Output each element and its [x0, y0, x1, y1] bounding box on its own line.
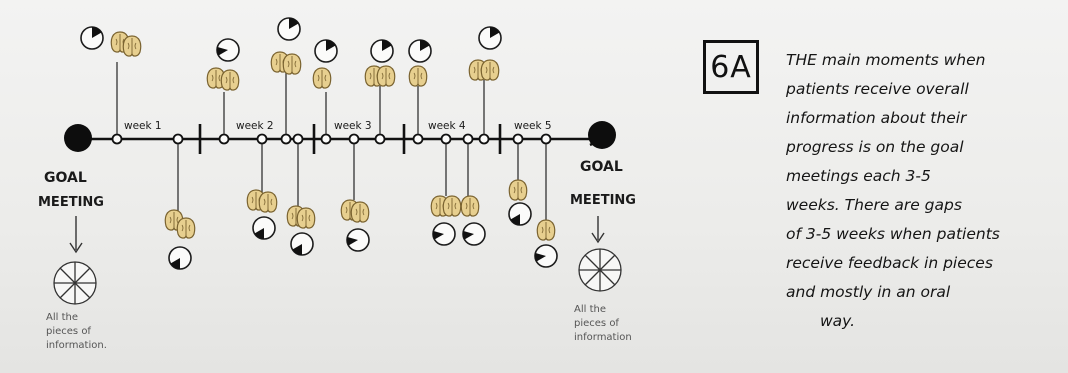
- end-caption-line3: information: [574, 332, 632, 343]
- description-line: receive feedback in pieces: [786, 254, 993, 272]
- leaf-icon: [480, 59, 500, 81]
- end-goal-meeting-node: [588, 121, 616, 149]
- leaf-icon: [536, 219, 556, 241]
- week-label-2: week 2: [236, 120, 274, 132]
- leaf-icon: [508, 179, 528, 201]
- pie-chart-icon: [346, 228, 370, 252]
- timeline-points: [111, 133, 552, 145]
- description-line: information about their: [786, 109, 967, 127]
- end-caption-line2: pieces of: [574, 318, 619, 329]
- leaf-icon: [220, 69, 240, 91]
- week-label-5: week 5: [514, 120, 552, 132]
- upward-stems: [116, 62, 485, 134]
- description-line: patients receive overall: [786, 80, 969, 98]
- down-arrows: [69, 216, 605, 254]
- pie-chart-icon: [508, 202, 532, 226]
- week-label-3: week 3: [334, 120, 372, 132]
- start-goal-meeting-node: [64, 124, 92, 152]
- leaf-icon: [408, 65, 428, 87]
- pie-chart-icon: [216, 38, 240, 62]
- pie-chart-icon: [252, 216, 276, 240]
- pie-chart-icon: [534, 244, 558, 268]
- description-line: progress is on the goal: [786, 138, 964, 156]
- full-information-pie-end: [578, 248, 622, 292]
- diagram-id-label: 6A: [703, 40, 759, 94]
- pie-chart-icon: [168, 246, 192, 270]
- start-caption-line1: All the: [46, 312, 78, 323]
- full-information-pie-start: [53, 261, 97, 305]
- description-line: way.: [820, 312, 856, 330]
- description-line: THE main moments when: [786, 51, 986, 69]
- pie-chart-icon: [290, 232, 314, 256]
- leaf-icon: [312, 67, 332, 89]
- pie-chart-icon: [370, 39, 394, 63]
- leaf-icon: [460, 195, 480, 217]
- week-label-4: week 4: [428, 120, 466, 132]
- week-label-1: week 1: [124, 120, 162, 132]
- pie-chart-icon: [314, 39, 338, 63]
- description-line: meetings each 3-5: [786, 167, 931, 185]
- downward-stems: [177, 144, 547, 222]
- leaf-icon: [296, 207, 316, 229]
- pie-chart-icon: [478, 26, 502, 50]
- description-text: THE main moments when patients receive o…: [786, 46, 1056, 336]
- leaf-icon: [376, 65, 396, 87]
- leaf-icon: [258, 191, 278, 213]
- pie-chart-icon: [432, 222, 456, 246]
- leaf-icon: [122, 35, 142, 57]
- start-caption-line3: information.: [46, 340, 107, 351]
- pie-chart-icon: [80, 26, 104, 50]
- pie-chart-icon: [408, 39, 432, 63]
- leaf-icon: [442, 195, 462, 217]
- description-line: of 3-5 weeks when patients: [786, 225, 1000, 243]
- leaf-icon: [176, 217, 196, 239]
- start-goal-label-line1: GOAL: [44, 170, 87, 186]
- week-separators: [198, 124, 502, 154]
- end-goal-label-line1: GOAL: [580, 159, 623, 175]
- leaf-icon: [350, 201, 370, 223]
- pie-chart-icon: [277, 17, 301, 41]
- pie-chart-icon: [462, 222, 486, 246]
- start-caption-line2: pieces of: [46, 326, 91, 337]
- description-line: and mostly in an oral: [786, 283, 951, 301]
- start-goal-label-line2: MEETING: [38, 195, 104, 210]
- end-goal-label-line2: MEETING: [570, 193, 636, 208]
- leaf-icon: [282, 53, 302, 75]
- description-line: weeks. There are gaps: [786, 196, 962, 214]
- end-caption-line1: All the: [574, 304, 606, 315]
